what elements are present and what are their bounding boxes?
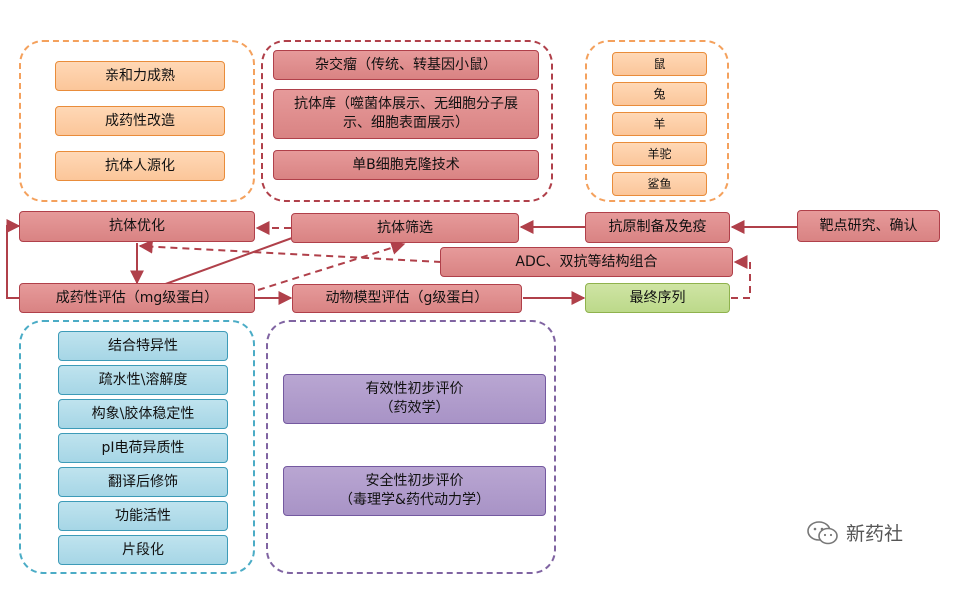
druggability-evaluation-box: 成药性评估（mg级蛋白） <box>19 283 255 313</box>
functional-activity-box: 功能活性 <box>58 501 228 531</box>
antibody-screening-box: 抗体筛选 <box>291 213 519 243</box>
alpaca-box: 羊驼 <box>612 142 707 166</box>
safety-evaluation-box: 安全性初步评价 （毒理学&药代动力学） <box>283 466 546 516</box>
animal-evaluation-group <box>266 320 556 574</box>
shark-box: 鲨鱼 <box>612 172 707 196</box>
druggability-criteria-group <box>19 320 255 574</box>
optimization-methods-group <box>19 40 255 202</box>
antibody-optimization-box: 抗体优化 <box>19 211 255 242</box>
binding-specificity-box: 结合特异性 <box>58 331 228 361</box>
watermark: 新药社 <box>806 519 903 546</box>
hydrophobicity-solubility-box: 疏水性\溶解度 <box>58 365 228 395</box>
target-research-box: 靶点研究、确认 <box>797 210 940 242</box>
sheep-box: 羊 <box>612 112 707 136</box>
dashed-arrow-final-to-adc <box>731 255 751 299</box>
post-translational-modification-box: 翻译后修饰 <box>58 467 228 497</box>
antibody-humanization-box: 抗体人源化 <box>55 151 225 181</box>
fragmentation-box: 片段化 <box>58 535 228 565</box>
animal-model-evaluation-box: 动物模型评估（g级蛋白） <box>292 284 522 313</box>
arrow-druggability-loop-to-optimization <box>6 219 21 299</box>
efficacy-evaluation-box: 有效性初步评价 （药效学） <box>283 374 546 424</box>
rabbit-box: 兔 <box>612 82 707 106</box>
mouse-box: 鼠 <box>612 52 707 76</box>
antigen-preparation-box: 抗原制备及免疫 <box>585 212 730 243</box>
screening-methods-group <box>261 40 553 202</box>
conformational-colloidal-stability-box: 构象\胶体稳定性 <box>58 399 228 429</box>
single-b-cell-box: 单B细胞克隆技术 <box>273 150 539 180</box>
antibody-library-box: 抗体库（噬菌体展示、无细胞分子展示、细胞表面展示） <box>273 89 539 139</box>
hybridoma-box: 杂交瘤（传统、转基因小鼠） <box>273 50 539 80</box>
final-sequence-box: 最终序列 <box>585 283 730 313</box>
adc-bispecific-box: ADC、双抗等结构组合 <box>440 247 733 277</box>
wechat-icon <box>807 520 838 544</box>
dashed-arrow-druggability-to-screening <box>257 241 406 291</box>
watermark-text: 新药社 <box>846 523 904 545</box>
druggability-modification-box: 成药性改造 <box>55 106 225 136</box>
immunization-animals-group <box>585 40 729 202</box>
pi-charge-heterogeneity-box: pI电荷异质性 <box>58 433 228 463</box>
dashed-arrow-adc-to-optimization <box>138 239 442 263</box>
affinity-maturation-box: 亲和力成熟 <box>55 61 225 91</box>
